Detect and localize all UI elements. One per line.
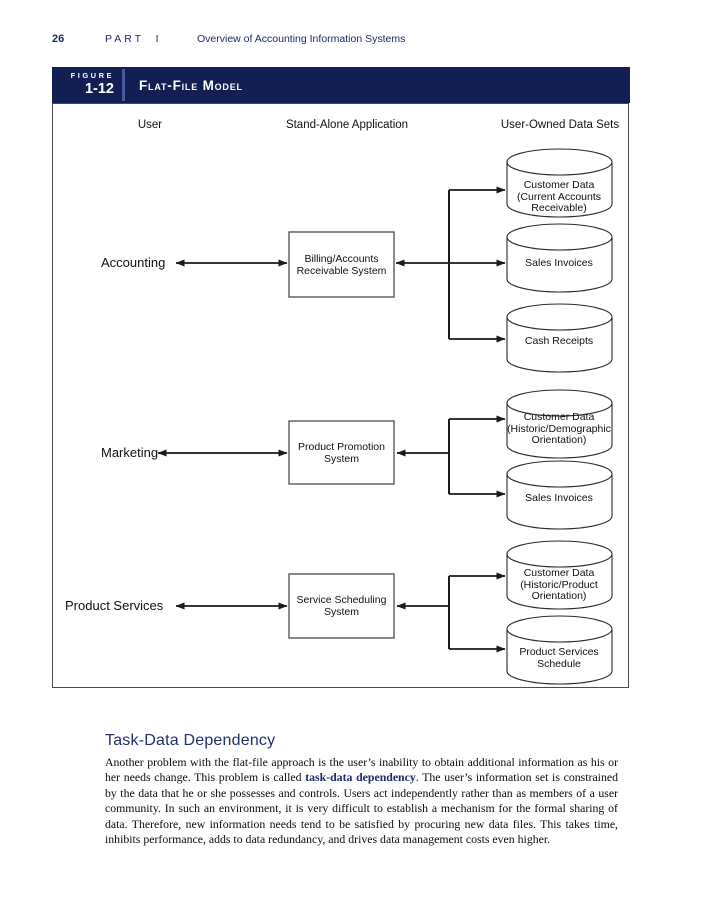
user-label-product-services: Product Services — [65, 598, 164, 613]
cylinder-customer-data-demographic — [506, 389, 613, 459]
figure-number: 1-12 — [84, 81, 114, 97]
app-label-billing: Billing/Accounts Receivable System — [296, 252, 387, 277]
user-label-accounting: Accounting — [101, 255, 166, 270]
application-boxes — [288, 231, 395, 639]
cylinder-sales-invoices-2 — [506, 460, 613, 530]
user-label-marketing: Marketing — [101, 445, 159, 460]
key-term: task-data dependency — [305, 770, 416, 785]
figure-bar-divider — [122, 69, 125, 101]
section-heading: Task-Data Dependency — [105, 732, 276, 749]
cylinder-product-services-schedule — [506, 615, 613, 685]
dataset-label-sales-invoices-1: Sales Invoices — [525, 257, 593, 269]
cylinder-cash-receipts — [506, 303, 613, 373]
cylinder-customer-data-product — [506, 540, 613, 610]
app-label-scheduling: Service Scheduling System — [296, 594, 387, 618]
figure-number-block: FIGURE 1-12 — [52, 67, 122, 103]
figure-label: FIGURE — [70, 71, 114, 80]
app-label-promotion: Product Promotion System — [298, 440, 385, 465]
part-label: PART I — [105, 33, 162, 45]
dataset-label-sales-invoices-2: Sales Invoices — [525, 492, 593, 504]
application-data-arrows — [395, 186, 506, 653]
figure-frame: User Stand-Alone Application User-Owned … — [52, 103, 629, 688]
page-number: 26 — [52, 33, 65, 45]
column-header-user: User — [137, 119, 163, 131]
paragraph-after-term: . The user’s information set is constrai… — [105, 770, 618, 847]
flat-file-diagram — [157, 148, 613, 685]
dataset-label-customer-data-demographic: Customer Data (Historic/Demographic Orie… — [507, 411, 611, 446]
column-header-application: Stand-Alone Application — [285, 119, 409, 131]
app-box-billing — [288, 231, 395, 298]
dataset-label-cash-receipts: Cash Receipts — [524, 335, 594, 347]
app-box-promotion — [288, 420, 395, 485]
cylinder-customer-data-current — [506, 148, 613, 218]
paragraph-before-term: Another problem with the flat-file appro… — [105, 755, 618, 785]
cylinder-sales-invoices-1 — [506, 223, 613, 293]
column-header-datasets: User-Owned Data Sets — [500, 119, 620, 131]
body-paragraph: Another problem with the flat-file appro… — [105, 755, 618, 847]
dataset-label-customer-data-product: Customer Data (Historic/Product Orientat… — [520, 567, 598, 602]
dataset-label-customer-data-current: Customer Data (Current Accounts Receivab… — [516, 179, 602, 214]
dataset-cylinders — [506, 148, 613, 685]
figure-title: Flat-File Model — [139, 77, 243, 93]
chapter-title: Overview of Accounting Information Syste… — [197, 33, 406, 45]
figure-header-bar: FIGURE 1-12 Flat-File Model — [52, 67, 630, 103]
dataset-label-product-services-schedule: Product Services Schedule — [519, 646, 599, 670]
user-application-arrows — [157, 259, 288, 610]
app-box-scheduling — [288, 573, 395, 639]
